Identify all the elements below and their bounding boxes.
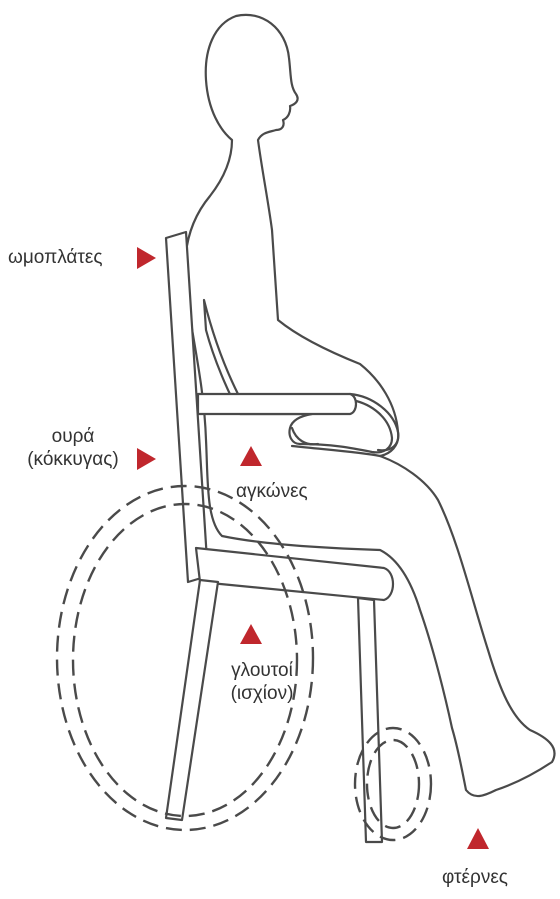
buttocks-triangle-up-icon [240,624,262,644]
label-tailbone-line2: (κόκκυγας) [18,448,128,471]
shoulder-blades-triangle-right-icon [137,247,156,269]
chair-armrest [198,394,356,414]
chair-front-leg [358,598,382,842]
label-heels: φτέρνες [442,866,508,889]
chair-seat [196,548,393,600]
chair-back-leg [166,580,218,820]
heels-triangle-up-icon [467,828,489,849]
label-tailbone: ουρά (κόκκυγας) [18,425,128,471]
label-tailbone-line1: ουρά [18,425,128,448]
label-buttocks-line1: γλουτοί [212,659,312,682]
tailbone-triangle-right-icon [137,448,156,470]
label-buttocks: γλουτοί (ισχίον) [212,659,312,705]
label-buttocks-line2: (ισχίον) [212,682,312,705]
label-shoulder-blades: ωμοπλάτες [8,246,103,269]
label-elbows: αγκώνες [236,480,308,503]
